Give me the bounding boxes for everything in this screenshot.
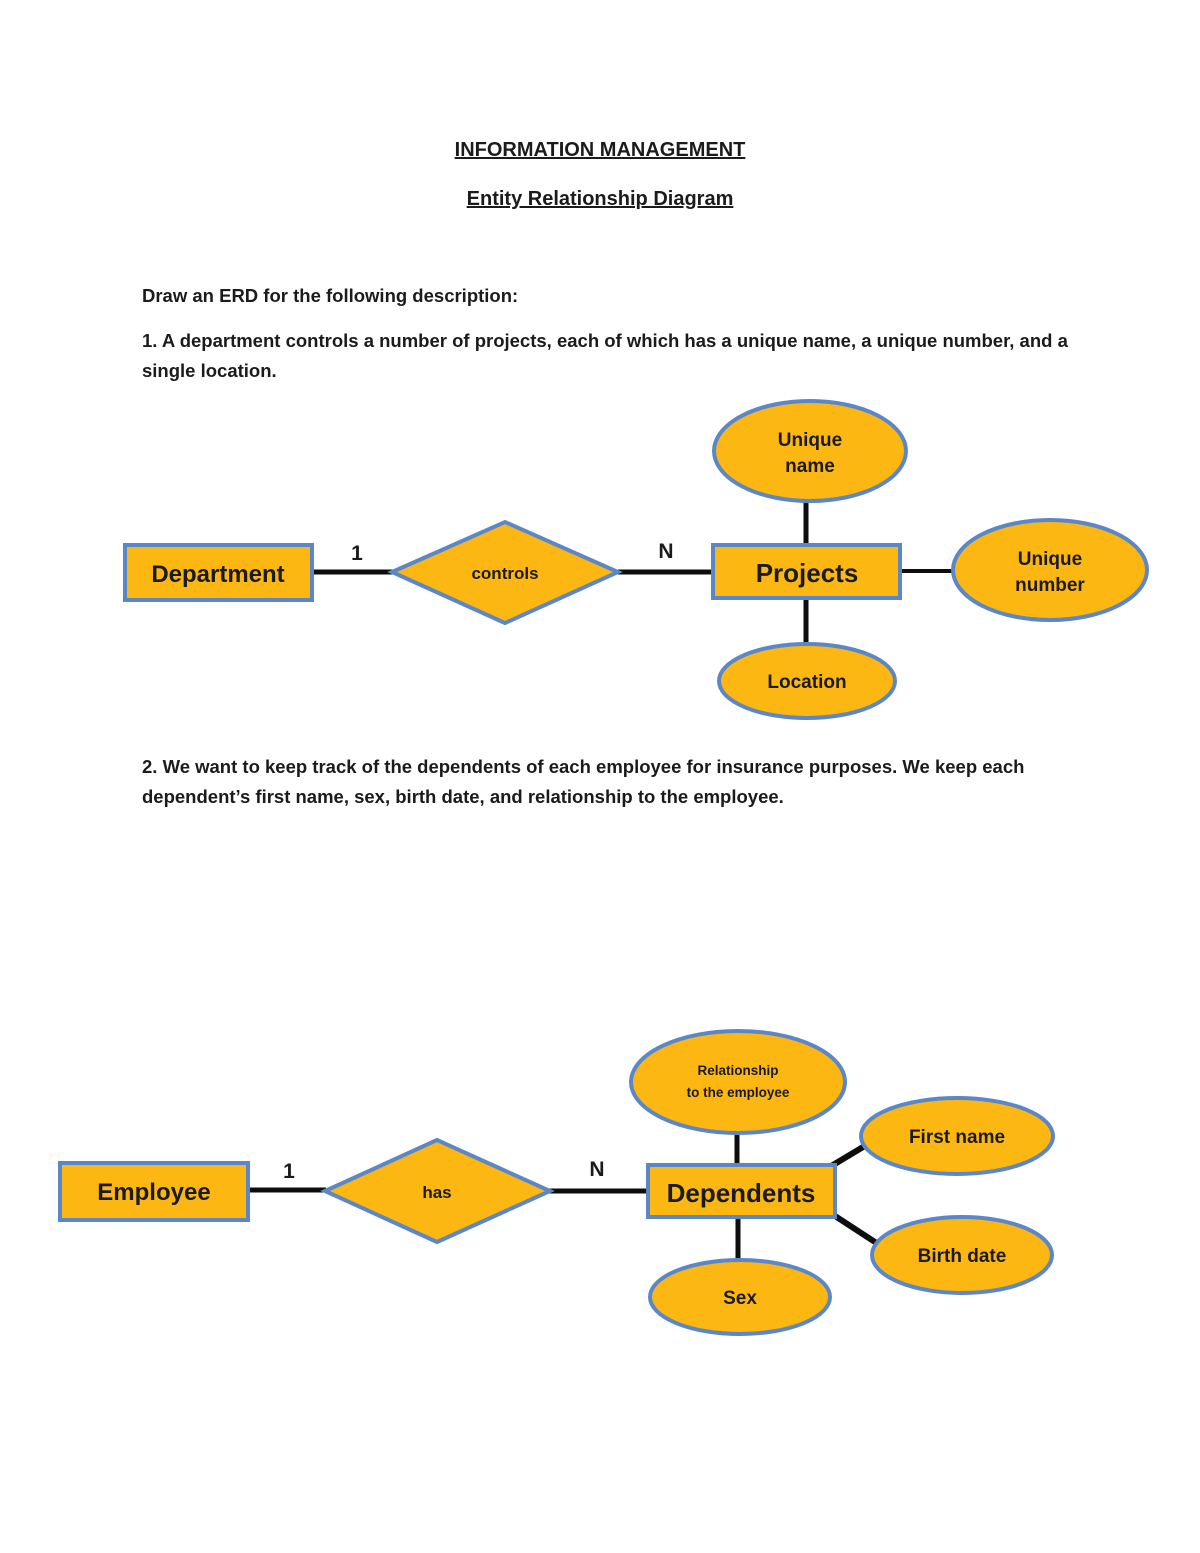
entity-projects-label: Projects: [756, 558, 859, 588]
description-item-1: 1. A department controls a number of pro…: [142, 330, 1068, 381]
attribute-first-name-label: First name: [909, 1127, 1005, 1148]
entity-projects-box: [711, 543, 902, 600]
entity-department-label: Department: [151, 561, 284, 588]
cardinality-n-label-d1: N: [658, 540, 673, 563]
attribute-unique-number-line2: number: [1015, 575, 1085, 596]
attribute-unique-name-line1: Unique: [778, 430, 842, 451]
entity-dependents-label: Dependents: [667, 1178, 816, 1208]
attribute-unique-number-line1: Unique: [1018, 549, 1082, 570]
relationship-controls-diamond: [387, 519, 623, 626]
entity-employee-label: Employee: [97, 1179, 210, 1206]
entity-employee-box: [58, 1161, 250, 1222]
attribute-relationship-line2: to the employee: [687, 1085, 790, 1100]
attribute-unique-number-ellipse: [951, 518, 1149, 622]
erd-diagram-2: Employee 1 has N Dependents Relationship…: [58, 1029, 1055, 1336]
entity-dependents-box: [646, 1163, 837, 1219]
erd-diagram-1: Department 1 controls N Projects Unique …: [123, 399, 1149, 720]
page-title: INFORMATION MANAGEMENT: [454, 139, 746, 161]
attribute-location-ellipse: [717, 642, 897, 720]
attribute-unique-name-line2: name: [785, 456, 835, 477]
cardinality-one-label-d1: 1: [351, 542, 363, 565]
attribute-first-name-ellipse: [859, 1096, 1055, 1176]
cardinality-one-label-d2: 1: [283, 1160, 295, 1183]
cardinality-n-label-d2: N: [589, 1158, 604, 1181]
intro-text: Draw an ERD for the following descriptio…: [142, 285, 519, 306]
page-subtitle: Entity Relationship Diagram: [466, 188, 734, 210]
description-item-2: 2. We want to keep track of the dependen…: [142, 756, 1025, 807]
attribute-sex-ellipse: [648, 1258, 832, 1336]
relationship-controls-label: controls: [471, 564, 538, 583]
attribute-sex-label: Sex: [723, 1288, 757, 1309]
connector-dependents-birth-date: [830, 1211, 880, 1247]
attribute-location-label: Location: [767, 672, 846, 693]
relationship-has-label: has: [422, 1183, 451, 1202]
attribute-relationship-line1: Relationship: [697, 1063, 778, 1078]
attribute-birth-date-ellipse: [870, 1215, 1054, 1295]
attribute-relationship-ellipse: [629, 1029, 847, 1135]
attribute-unique-name-ellipse: [712, 399, 908, 503]
attribute-birth-date-label: Birth date: [918, 1246, 1007, 1267]
entity-department-box: [123, 543, 314, 602]
relationship-has-diamond: [320, 1137, 555, 1245]
